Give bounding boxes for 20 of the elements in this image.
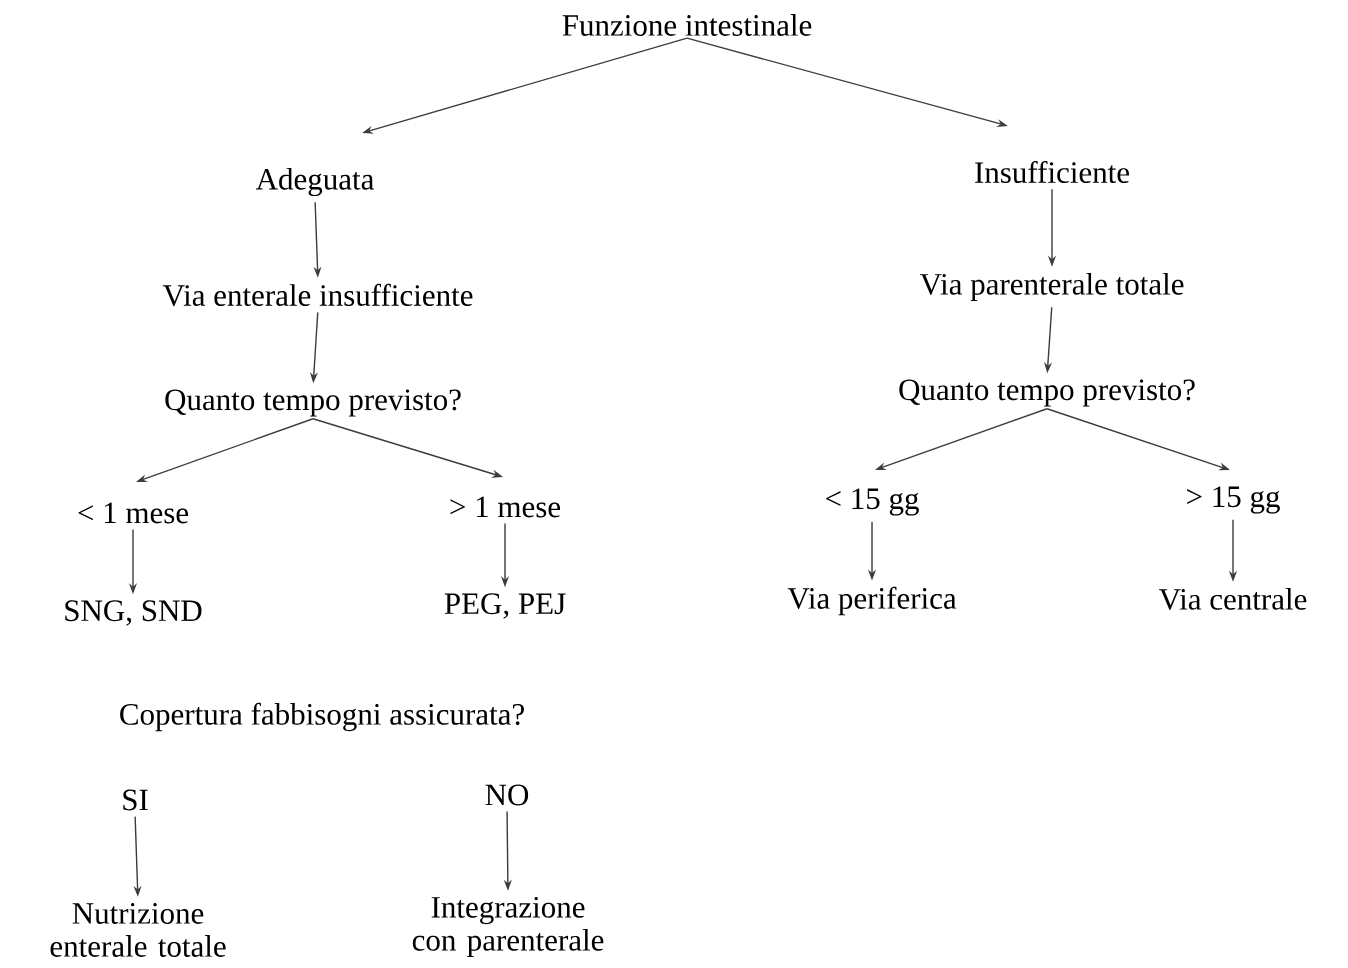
node-text: Insufficiente bbox=[975, 160, 1129, 184]
node-text: Via enterale insufficiente bbox=[162, 283, 473, 307]
node-text: > 1 mese bbox=[450, 496, 561, 518]
node-text: Funzione intestinale bbox=[562, 14, 812, 36]
node-text: Quanto tempo previsto? bbox=[165, 389, 461, 417]
node-text: SI bbox=[123, 789, 148, 811]
question-text: Copertura fabbisogni assicurata? bbox=[120, 702, 524, 732]
node-text: < 1 mese bbox=[78, 502, 189, 524]
node-text: SNG, SND bbox=[65, 600, 202, 626]
node-text: < 15 gg bbox=[826, 488, 919, 516]
node-text: NO bbox=[485, 784, 529, 806]
node-text: Quanto tempo previsto? bbox=[899, 379, 1195, 407]
node-text: Integrazione con parenterale bbox=[412, 896, 604, 958]
node-text: > 15 gg bbox=[1187, 486, 1280, 514]
node-text: Via centrale bbox=[1159, 588, 1307, 610]
node-text: Nutrizione enterale totale bbox=[50, 903, 226, 957]
node-text: Via periferica bbox=[787, 586, 957, 616]
node-text: Via parenterale totale bbox=[919, 272, 1184, 302]
node-text: PEG, PEJ bbox=[444, 593, 566, 619]
node-text: Adeguata bbox=[255, 167, 374, 197]
